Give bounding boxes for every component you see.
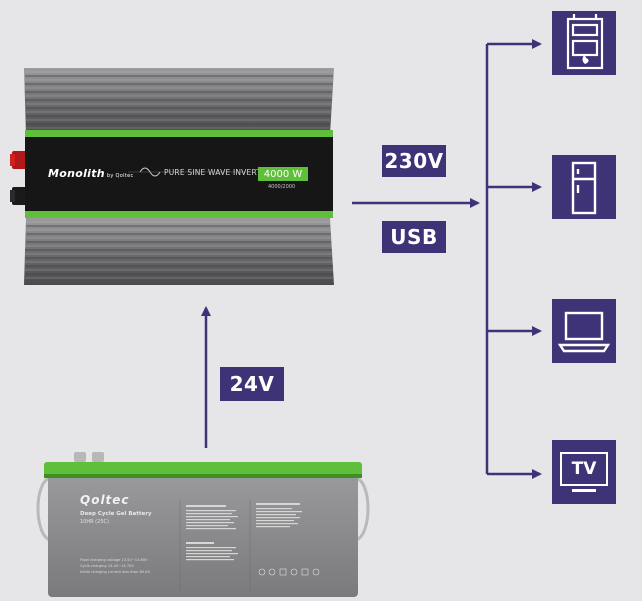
connectors — [201, 39, 542, 479]
tv-icon-label: TV — [571, 459, 597, 480]
battery-terminal-left — [74, 452, 86, 462]
tv-box: TV — [552, 440, 616, 504]
battery-lid — [44, 462, 362, 476]
battery-brand: Qoltec — [80, 493, 130, 507]
boiler-icon — [566, 14, 604, 70]
inverter — [10, 68, 334, 285]
inverter-rating: 4000/2000 — [268, 184, 296, 190]
ac-output-badge: 230V — [382, 145, 446, 177]
battery-rate: 10HR (25C) — [80, 519, 109, 525]
laptop-icon — [557, 311, 611, 353]
battery-spec-line: Cycle charging 14.40~14.70V — [80, 564, 134, 568]
battery — [36, 452, 370, 597]
battery-voltage-badge: 24V — [220, 367, 284, 401]
inverter-green-band-top — [25, 130, 333, 137]
inverter-power: 4000 W — [258, 167, 308, 181]
inverter-bottom-fins — [24, 218, 334, 285]
battery-handle-right — [355, 476, 370, 542]
battery-handle-left — [36, 476, 51, 542]
usb-output-badge: USB — [382, 221, 446, 253]
positive-terminal — [12, 151, 28, 169]
inverter-top-fins — [24, 68, 334, 135]
inverter-caption: PURE SINE WAVE INVERTER — [164, 168, 272, 177]
inverter-brand-suffix: by Qoltec — [106, 173, 134, 179]
inverter-brand-name: Monolith — [48, 167, 105, 180]
inverter-green-band-bottom — [25, 211, 333, 218]
tv-icon: TV — [560, 452, 608, 487]
battery-terminal-right — [92, 452, 104, 462]
battery-spec-line: Initial charging current less than 60.0A — [80, 570, 150, 574]
fridge-icon — [571, 161, 597, 215]
battery-spec-line: Float charging voltage 13.50~13.80V — [80, 558, 148, 562]
negative-terminal — [12, 187, 28, 205]
battery-model: Deep Cycle Gel Battery — [80, 511, 152, 517]
